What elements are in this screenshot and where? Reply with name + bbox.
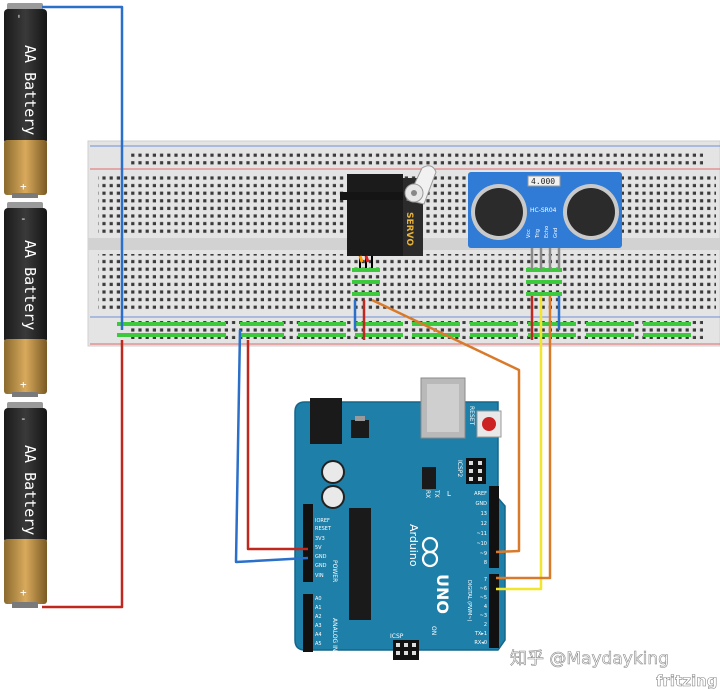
zhihu-watermark: 知乎 @Maydayking (510, 649, 669, 669)
battery-1-minus: - (13, 13, 26, 20)
pin-13: 13 (481, 511, 487, 517)
pin-2: 2 (484, 622, 487, 628)
wire-servo-signal (371, 298, 521, 554)
battery-2-label: AA Battery (21, 240, 39, 330)
pin-5v: 5V (315, 545, 322, 551)
digital-header-title: DIGITAL (PWM~) (466, 580, 472, 622)
wire-sensor-echo (496, 296, 552, 580)
battery-3-label: AA Battery (21, 445, 39, 535)
arduino-uno-board: RESET ICSP2 ICSP ON L TX RX Arduino UNO … (294, 377, 506, 660)
pin-gnd-d: GND (476, 501, 488, 507)
arduino-model: UNO (433, 574, 452, 614)
battery-3-plus: + (20, 586, 27, 599)
pin-a3: A3 (315, 623, 322, 629)
sensor-pin-echo: Echo (544, 226, 550, 238)
pin-10: ~10 (476, 541, 487, 547)
pin-a4: A4 (315, 632, 322, 638)
servo-label: SERVO (404, 212, 414, 246)
battery-2: - AA Battery + (4, 202, 47, 397)
wire-battery-ground (42, 5, 124, 330)
sensor-model: HC-SR04 (530, 207, 557, 214)
arduino-brand: Arduino (407, 524, 420, 567)
pin-a0: A0 (315, 596, 322, 602)
analog-header-title: ANALOG IN (331, 618, 338, 651)
led-rx-label: RX (424, 490, 431, 498)
pin-a2: A2 (315, 614, 322, 620)
pin-8: 8 (484, 560, 487, 566)
servo-motor: SERVO (340, 165, 437, 268)
battery-pack: - AA Battery + - AA Battery + - AA Batte… (4, 3, 47, 608)
battery-1-label: AA Battery (21, 45, 39, 135)
sensor-pin-trig: Trig (535, 229, 541, 239)
wire-battery-power (42, 340, 124, 609)
pin-gnd-1: GND (315, 554, 327, 560)
battery-1: - AA Battery + (4, 3, 47, 198)
wires (42, 5, 561, 609)
pin-7: 7 (484, 577, 487, 583)
pin-5: ~5 (480, 595, 487, 601)
pin-reset: RESET (315, 526, 332, 532)
battery-2-plus: + (20, 378, 27, 391)
pin-ioref: IOREF (315, 518, 330, 524)
pin-3: ~3 (480, 613, 487, 619)
icsp2-label: ICSP2 (456, 460, 463, 477)
pin-0: RX◂0 (474, 640, 487, 646)
wire-sensor-trig (496, 296, 543, 591)
fritzing-watermark: fritzing (656, 672, 718, 689)
on-led-label: ON (430, 626, 437, 635)
wire-arduino-5v (246, 340, 308, 551)
pin-4: 4 (484, 604, 487, 610)
ultrasonic-sensor: 4.000 HC-SR04 Vcc Trig Echo Gnd (468, 172, 622, 270)
arduino-infinity-logo (421, 536, 439, 568)
sensor-pin-vcc: Vcc (526, 229, 532, 238)
reset-label: RESET (468, 406, 475, 426)
icsp-label: ICSP (390, 633, 404, 640)
sensor-display: 4.000 (531, 177, 555, 186)
pin-9: ~9 (480, 551, 487, 557)
pin-aref: AREF (474, 491, 487, 497)
wire-arduino-ground (234, 329, 309, 564)
led-l-label: L (447, 490, 451, 498)
sensor-pin-gnd: Gnd (553, 228, 559, 238)
pin-11: ~11 (476, 531, 487, 537)
power-header-title: POWER (331, 560, 338, 582)
pin-a5: A5 (315, 641, 322, 647)
led-tx-label: TX (433, 489, 440, 498)
battery-3: - AA Battery + (4, 402, 47, 608)
battery-3-minus: - (20, 412, 27, 425)
pin-a1: A1 (315, 605, 322, 611)
pin-1: TX▸1 (474, 631, 487, 637)
battery-1-plus: + (20, 180, 27, 193)
pin-12: 12 (481, 521, 487, 527)
pin-gnd-2: GND (315, 563, 327, 569)
battery-2-minus: - (20, 212, 27, 225)
pin-6: ~6 (480, 586, 487, 592)
pin-vin: VIN (315, 573, 324, 579)
pin-3v3: 3V3 (315, 536, 325, 542)
